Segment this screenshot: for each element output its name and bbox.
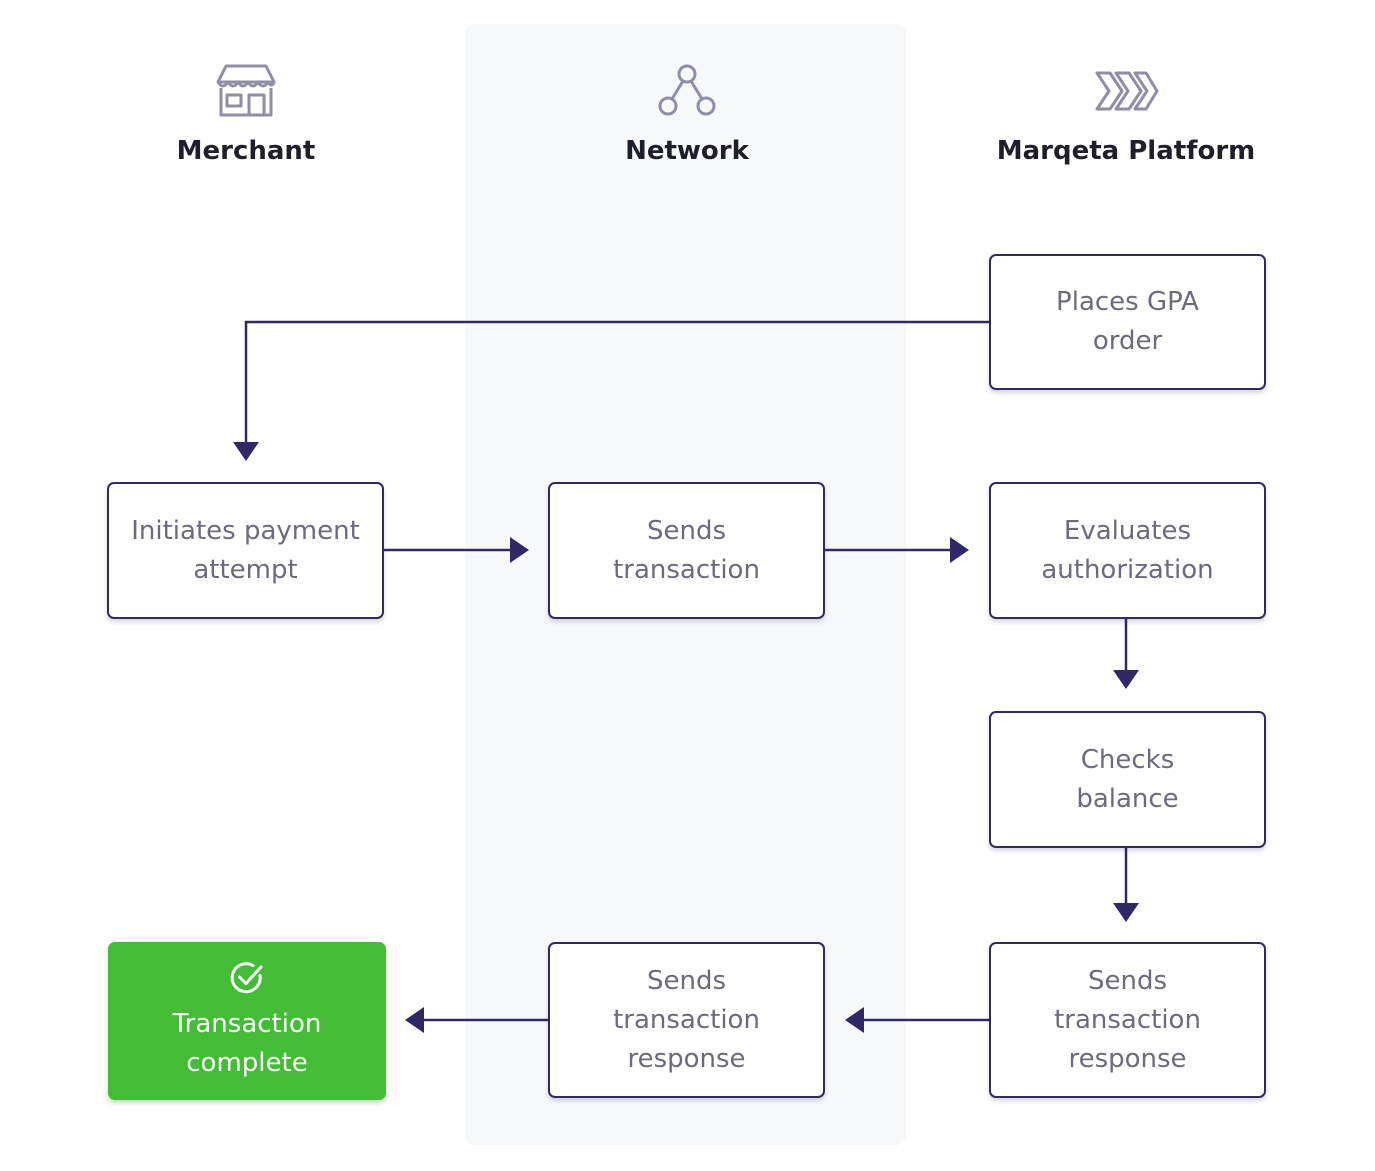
- step-evaluates-authorization: Evaluates authorization: [989, 482, 1266, 619]
- step-label: Sends transaction response: [1054, 965, 1201, 1074]
- storefront-icon: [214, 62, 278, 118]
- step-label: Checks balance: [1076, 744, 1179, 814]
- checkmark-circle-icon: [229, 960, 265, 1001]
- step-label: Sends transaction: [613, 515, 760, 585]
- column-header-merchant: Merchant: [176, 136, 316, 166]
- arrowhead-down-platform-response: [1113, 903, 1139, 922]
- column-header-marqeta-platform: Marqeta Platform: [996, 136, 1256, 166]
- arrowhead-down-payment-attempt: [233, 442, 259, 461]
- step-platform-sends-transaction-response: Sends transaction response: [989, 942, 1266, 1098]
- step-label: Initiates payment attempt: [131, 515, 360, 585]
- step-transaction-complete: Transaction complete: [108, 942, 386, 1100]
- arrowhead-right-authorization: [950, 537, 969, 563]
- step-places-gpa-order: Places GPA order: [989, 254, 1266, 390]
- column-header-network: Network: [625, 136, 749, 166]
- arrow-gpa-order-to-payment-attempt: [244, 320, 989, 444]
- arrowhead-right-network: [510, 537, 529, 563]
- step-label: Sends transaction response: [613, 965, 760, 1074]
- step-label: Transaction complete: [172, 1008, 322, 1078]
- step-label: Places GPA order: [1056, 287, 1199, 356]
- arrowhead-left-complete: [405, 1007, 424, 1033]
- arrowhead-left-network-response: [845, 1007, 864, 1033]
- step-checks-balance: Checks balance: [989, 711, 1266, 848]
- step-label: Evaluates authorization: [1041, 515, 1214, 585]
- network-nodes-icon: [656, 64, 718, 118]
- arrowhead-down-balance: [1113, 670, 1139, 689]
- marqeta-chevrons-icon: [1094, 70, 1160, 112]
- step-network-sends-transaction: Sends transaction: [548, 482, 825, 619]
- step-initiates-payment-attempt: Initiates payment attempt: [107, 482, 384, 619]
- step-network-sends-transaction-response: Sends transaction response: [548, 942, 825, 1098]
